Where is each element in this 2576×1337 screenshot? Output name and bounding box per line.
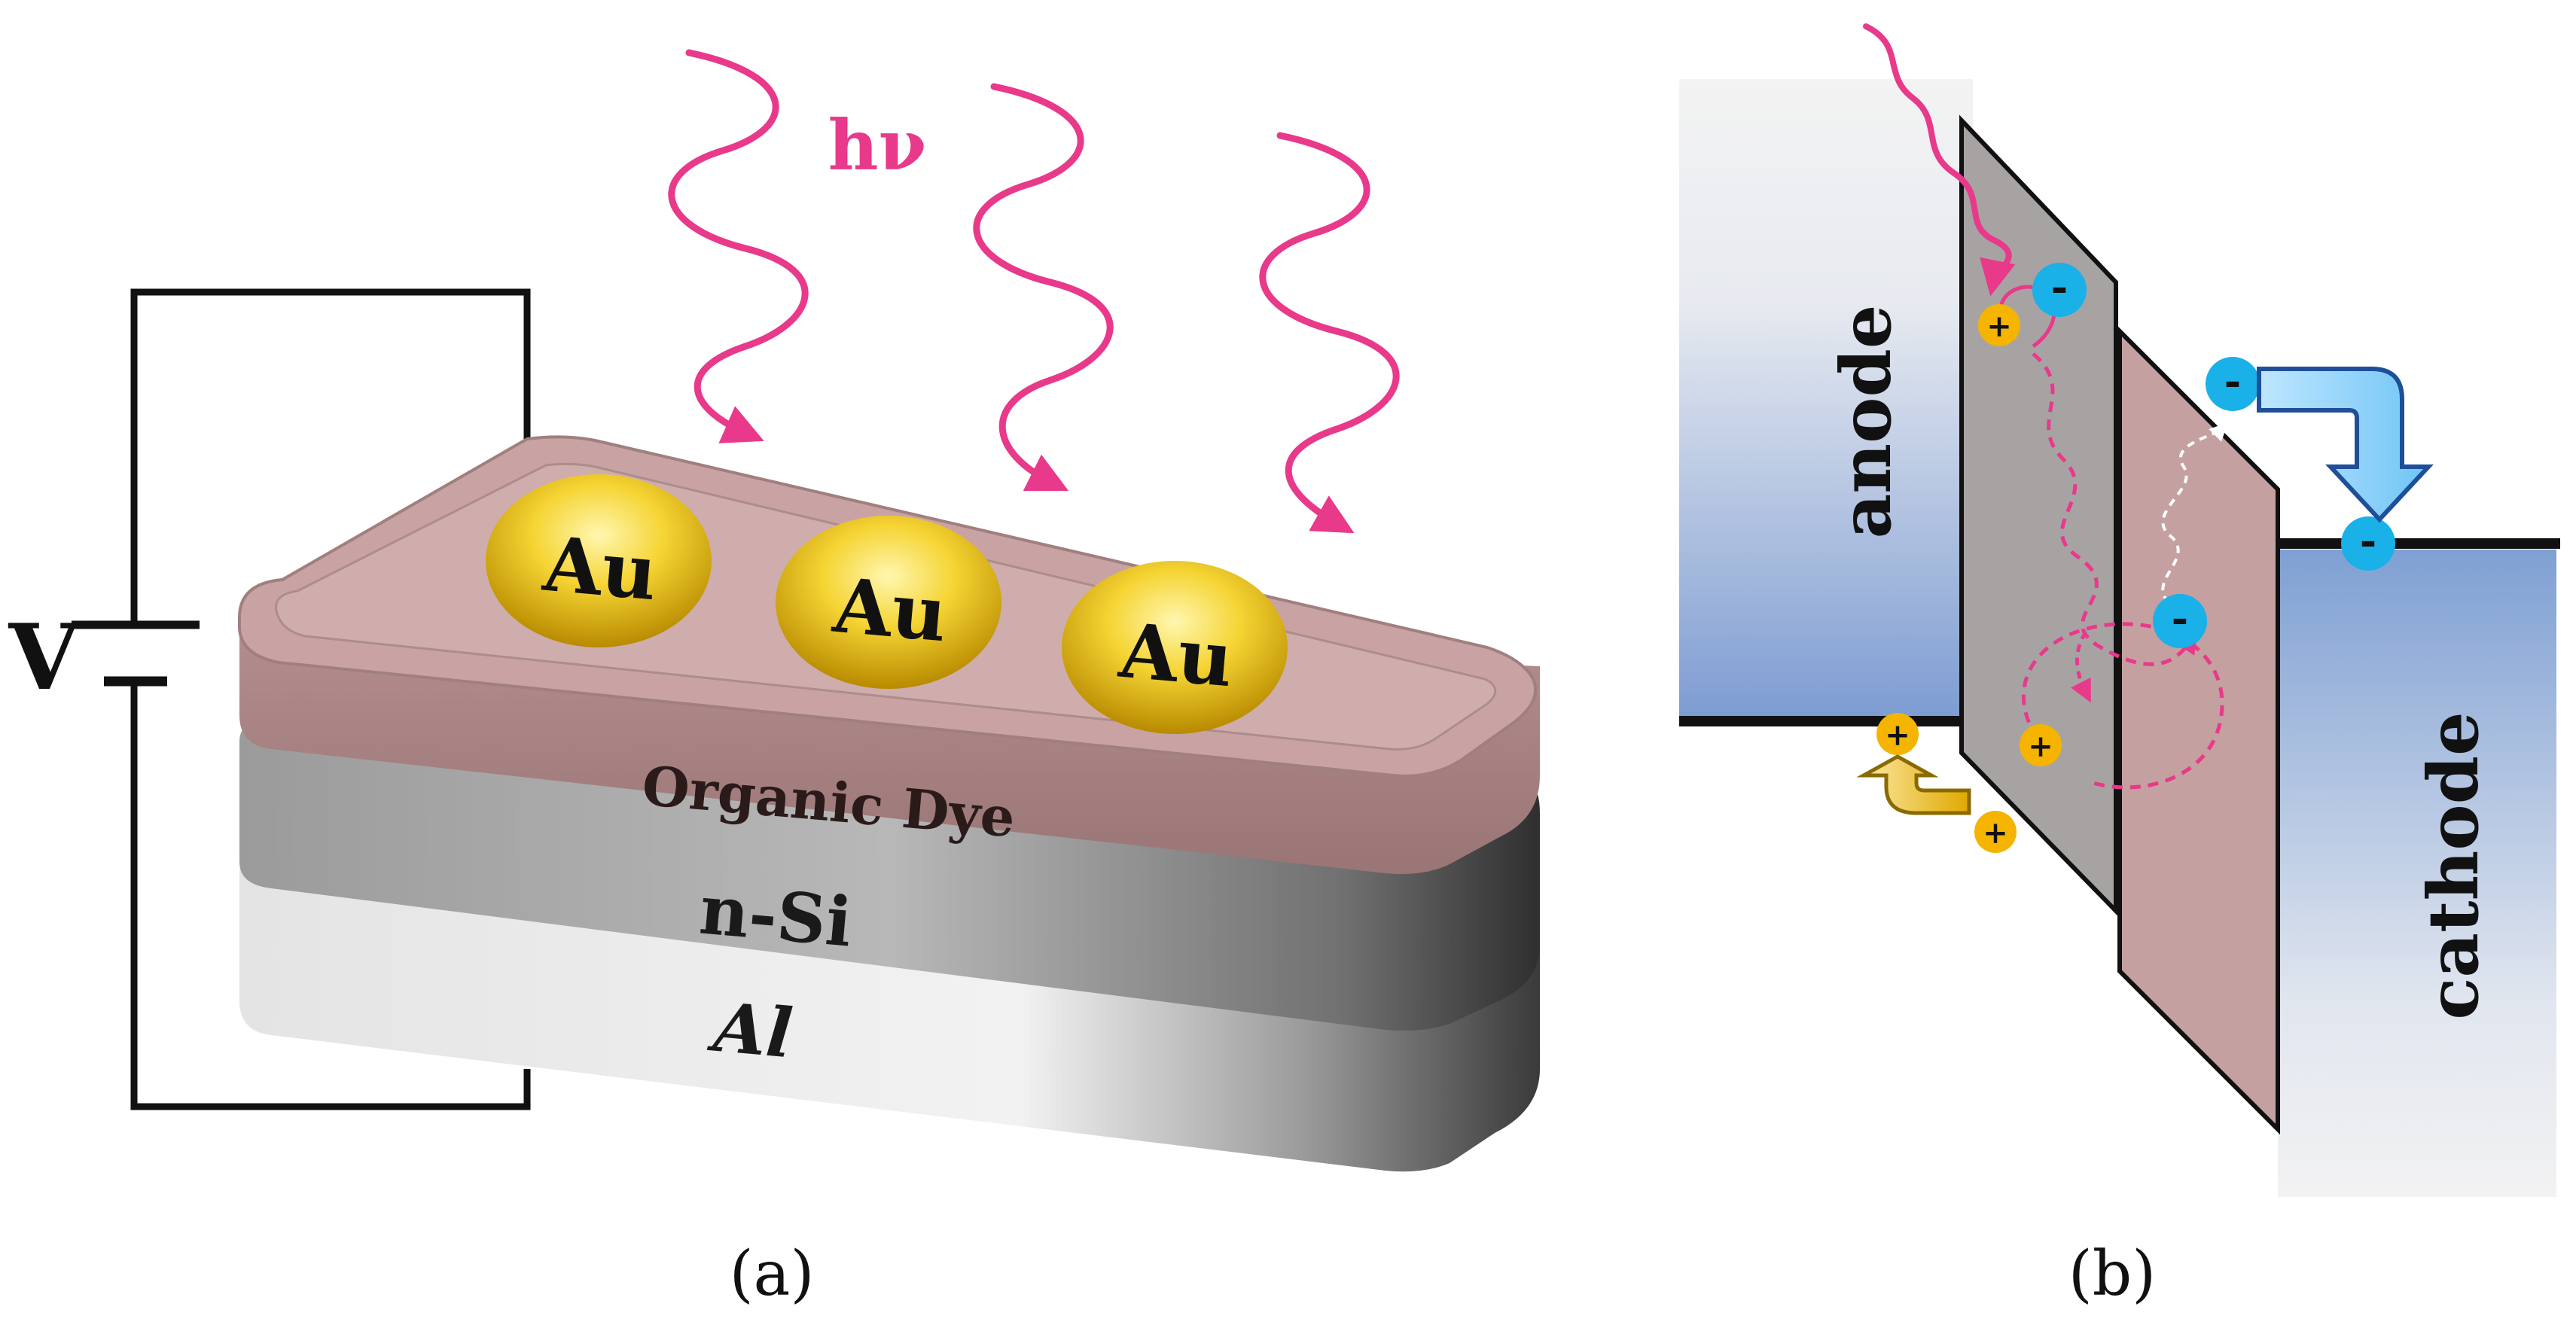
svg-text:+: + bbox=[1986, 309, 2012, 344]
photon-label: hν bbox=[828, 105, 927, 186]
au-label: Au bbox=[539, 519, 660, 618]
electron: - bbox=[2153, 594, 2207, 648]
svg-text:+: + bbox=[2028, 729, 2053, 764]
hole: + bbox=[1974, 811, 2017, 853]
au-electrode: Au bbox=[486, 474, 712, 647]
hole: + bbox=[1876, 713, 1919, 755]
hole: + bbox=[1978, 304, 2020, 346]
cathode-block bbox=[2278, 550, 2556, 1197]
svg-text:-: - bbox=[2051, 263, 2068, 311]
electron: - bbox=[2032, 263, 2087, 317]
cathode-label: cathode bbox=[2413, 711, 2494, 1019]
exciton-path bbox=[2032, 352, 2198, 666]
svg-text:-: - bbox=[2172, 594, 2188, 642]
hole: + bbox=[2020, 724, 2062, 766]
au-electrode: Au bbox=[1062, 561, 1288, 734]
svg-text:-: - bbox=[2224, 357, 2241, 405]
caption-a: (a) bbox=[730, 1238, 815, 1310]
donor-slab bbox=[1959, 114, 2118, 917]
acceptor-slab bbox=[2117, 325, 2280, 1135]
anode-label: anode bbox=[1825, 305, 1907, 539]
svg-text:+: + bbox=[1983, 815, 2008, 851]
hole-extraction-arrow bbox=[1856, 754, 1971, 815]
panel-a: V Au Au Au Organic Dye n-Si Al bbox=[8, 49, 1540, 1310]
photon-wave-b bbox=[1863, 23, 2016, 297]
electron-transfer-path bbox=[2161, 422, 2228, 604]
voltage-label: V bbox=[8, 605, 80, 711]
au-label: Au bbox=[1115, 606, 1236, 705]
electron: - bbox=[2341, 516, 2395, 571]
caption-b: (b) bbox=[2068, 1238, 2156, 1310]
battery-symbol bbox=[72, 620, 200, 687]
al-label: Al bbox=[705, 987, 796, 1074]
anode-block bbox=[1679, 79, 1973, 719]
electron-extraction-arrow bbox=[2257, 367, 2434, 523]
au-label: Au bbox=[829, 561, 950, 659]
photon-wave bbox=[668, 49, 1400, 534]
svg-text:-: - bbox=[2360, 516, 2376, 565]
circuit-wire bbox=[130, 288, 531, 1110]
electron: - bbox=[2206, 357, 2260, 411]
exciton-dissociation-arrow bbox=[2070, 631, 2091, 703]
panel-b: anode cathode - - - bbox=[1679, 23, 2560, 1310]
au-electrode: Au bbox=[776, 516, 1001, 689]
n-si-label: n-Si bbox=[697, 870, 855, 962]
svg-text:+: + bbox=[1885, 717, 1910, 753]
